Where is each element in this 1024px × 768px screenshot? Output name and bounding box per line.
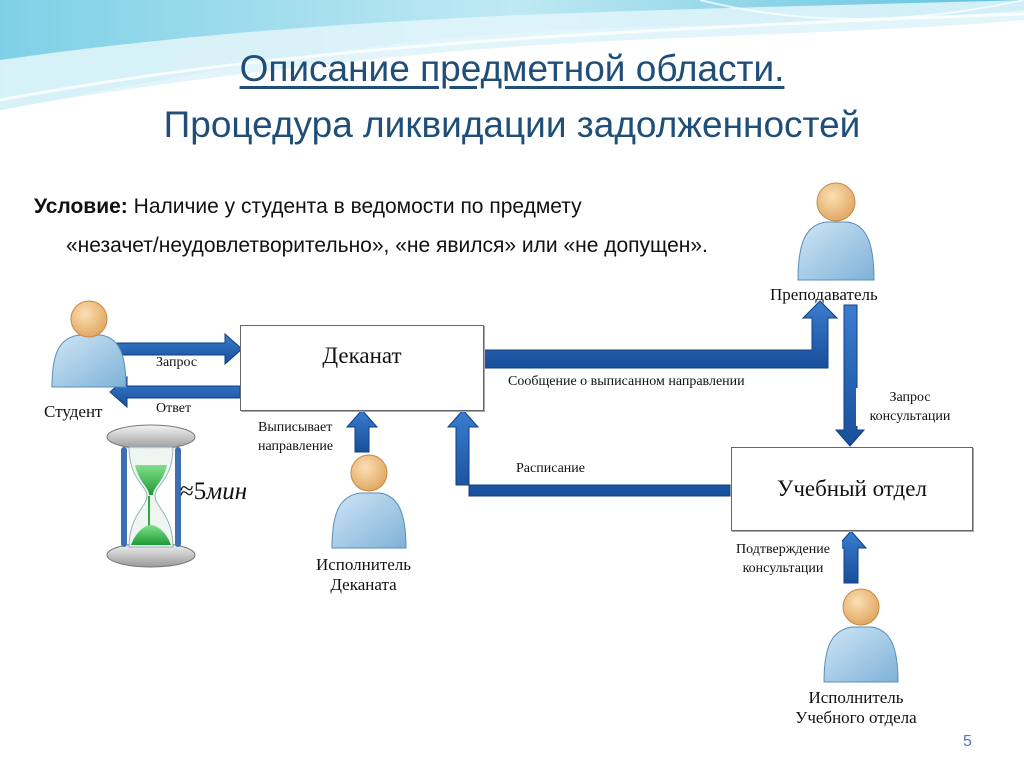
dean-executor-line2: Деканата (330, 575, 397, 594)
condition-label: Условие: (34, 195, 128, 218)
approx-symbol: ≈ (180, 478, 194, 505)
condition-line2: «незачет/неудовлетворительно», «не явилс… (66, 234, 708, 257)
page-number: 5 (963, 733, 972, 750)
dekanat-label: Деканат (322, 343, 402, 368)
duration-value: 5 (193, 478, 207, 505)
person-dean-executor-icon (331, 454, 407, 549)
dean-executor-line1: Исполнитель (315, 555, 412, 574)
office-executor-label: Исполнитель Учебного отдела (776, 688, 936, 728)
condition-line1: Условие: Наличие у студента в ведомости … (34, 195, 582, 219)
consult-request-line1: Запрос (889, 390, 931, 405)
teacher-label: Преподаватель (770, 285, 878, 304)
study-office-label: Учебный отдел (777, 476, 927, 501)
office-executor-line2: Учебного отдела (795, 708, 917, 727)
student-label: Студент (44, 402, 103, 421)
confirm-label: Подтверждение консультации (724, 540, 842, 578)
study-office-box: Учебный отдел (731, 447, 973, 531)
condition-text-1: Наличие у студента в ведомости по предме… (127, 195, 582, 218)
issues-line2: направление (258, 439, 334, 454)
request-label: Запрос (156, 355, 198, 370)
person-student-icon (51, 300, 127, 388)
office-executor-line1: Исполнитель (808, 688, 904, 707)
duration-unit: мин (206, 478, 248, 505)
dean-executor-label: Исполнитель Деканата (296, 555, 431, 595)
person-office-executor-icon (823, 588, 899, 683)
arrow-message (481, 300, 839, 369)
consult-request-label: Запрос консультации (856, 388, 964, 426)
schedule-label: Расписание (516, 461, 585, 476)
arrow-confirm (834, 530, 868, 584)
duration-label: ≈5мин (180, 478, 247, 506)
person-teacher-icon (797, 182, 875, 281)
dekanat-box: Деканат (240, 325, 484, 411)
issues-line1: Выписывает (258, 420, 333, 435)
arrow-answer (109, 375, 241, 409)
slide-title-line2: Процедура ликвидации задолженностей (163, 104, 861, 145)
confirm-line2: консультации (742, 561, 824, 576)
message-label: Сообщение о выписанном направлении (508, 374, 745, 389)
arrow-request (109, 332, 243, 366)
slide-title-line1: Описание предметной области. (239, 48, 785, 89)
issues-label: Выписывает направление (258, 418, 333, 456)
answer-label: Ответ (156, 401, 192, 416)
arrow-schedule (446, 409, 731, 497)
consult-request-line2: консультации (869, 409, 951, 424)
arrow-issues (345, 409, 379, 453)
hourglass-icon (106, 424, 196, 568)
confirm-line1: Подтверждение (736, 542, 830, 557)
